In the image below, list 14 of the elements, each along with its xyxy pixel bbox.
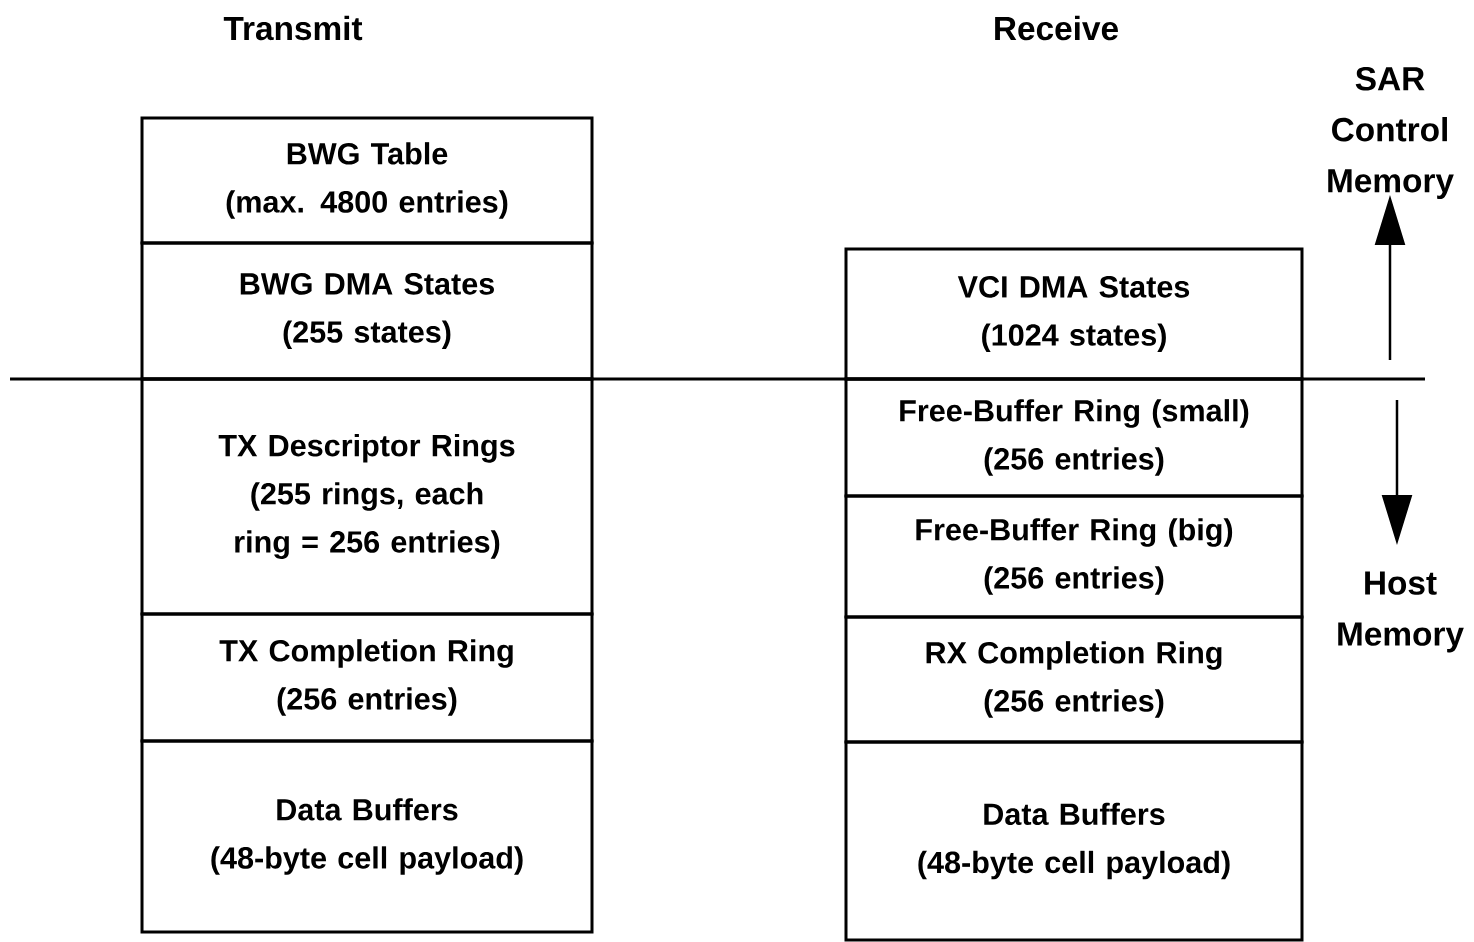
memory-region: TX Completion Ring (256 entries) [140,612,594,743]
memory-region: BWG DMA States (255 states) [140,241,594,381]
side-label: Host Memory [1338,571,1464,653]
side-label: SAR Control Memory [1328,66,1454,200]
heading: Transmit [223,15,363,41]
memory-region: VCI DMA States (1024 states) [844,247,1304,381]
memory-region: Free-Buffer Ring (small) (256 entries) [844,377,1304,498]
memory-region: Data Buffers (48-byte cell payload) [844,740,1304,942]
memory-region: Data Buffers (48-byte cell payload) [140,739,594,934]
memory-region: TX Descriptor Rings (255 rings, each ring = 256 entries) [140,377,594,616]
memory-region: BWG Table (max. 4800 entries) [140,116,594,245]
memory-region: Free-Buffer Ring (big) (256 entries) [844,494,1304,619]
heading: Receive [995,15,1118,41]
memory-region: RX Completion Ring (256 entries) [844,615,1304,744]
